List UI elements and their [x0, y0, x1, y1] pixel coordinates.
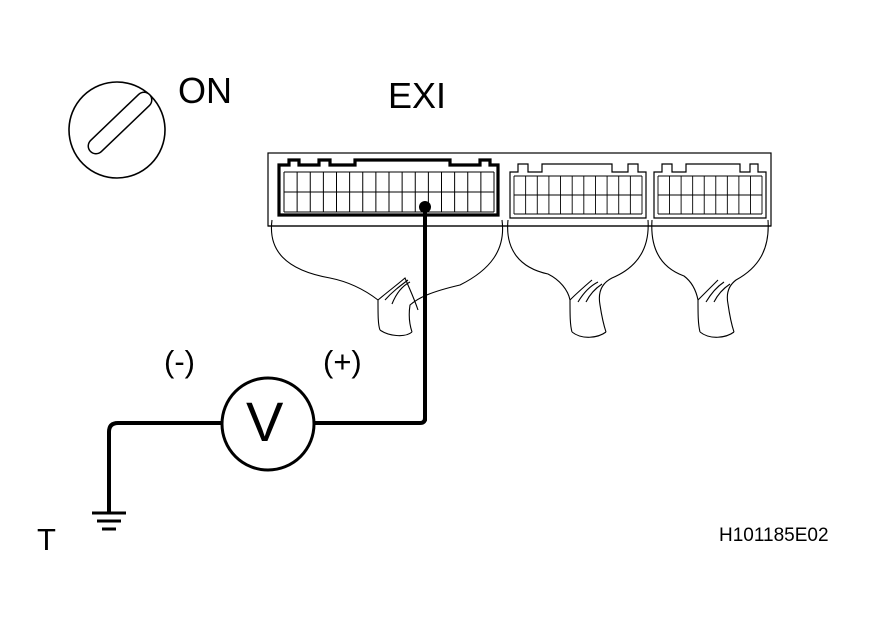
exi-terminal-probe	[419, 201, 431, 213]
ignition-state-label: ON	[178, 70, 232, 111]
positive-lead	[315, 201, 431, 425]
ignition-switch-icon	[68, 81, 166, 179]
figure-code: H101185E02	[719, 525, 829, 546]
connector-exi	[277, 158, 500, 217]
positive-label: (+)	[323, 344, 362, 379]
voltmeter-icon	[220, 376, 316, 472]
ground-icon	[92, 511, 126, 531]
negative-label: (-)	[164, 344, 195, 379]
ground-label: T	[37, 522, 56, 557]
negative-lead	[107, 421, 222, 512]
voltmeter-label: V	[246, 390, 284, 453]
ecu-connector-assembly	[267, 152, 772, 338]
connector-label: EXI	[388, 75, 447, 116]
wire-harness-outlines	[270, 219, 769, 338]
connector-3	[653, 163, 767, 219]
connector-2	[509, 163, 647, 219]
